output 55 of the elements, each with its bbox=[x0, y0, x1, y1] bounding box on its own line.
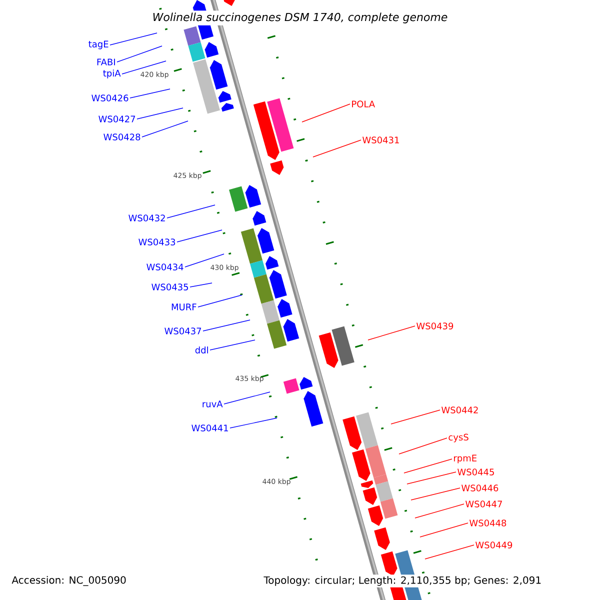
leader-line bbox=[230, 418, 278, 428]
gene-label: WS0449 bbox=[476, 542, 512, 548]
leader-line bbox=[224, 392, 270, 404]
leader-line bbox=[166, 204, 216, 218]
leader-line bbox=[410, 488, 460, 500]
gene-label: FABI bbox=[97, 58, 115, 66]
leader-line bbox=[176, 230, 222, 242]
leader-line bbox=[210, 340, 256, 350]
gene-label: MURF bbox=[172, 304, 196, 310]
gene-label: WS0431 bbox=[362, 136, 399, 144]
gene-label: WS0437 bbox=[164, 328, 202, 334]
gene-label: WS0439 bbox=[416, 322, 454, 330]
leader-line bbox=[190, 282, 212, 288]
gene-label: WS0442 bbox=[442, 406, 478, 414]
title: Wolinella succinogenes DSM 1740, complete genome bbox=[150, 10, 450, 26]
gene-label: ddl bbox=[195, 346, 208, 354]
leader-line bbox=[414, 504, 464, 518]
gene-label: tagE bbox=[88, 40, 108, 50]
leader-line bbox=[312, 140, 362, 158]
leader-line bbox=[202, 320, 250, 332]
gene-label: WS0432 bbox=[128, 214, 165, 222]
gene-label: WS0428 bbox=[104, 134, 140, 140]
gene-label: cysS bbox=[448, 434, 468, 442]
leader-line bbox=[116, 46, 162, 62]
gene-label: WS0445 bbox=[458, 468, 494, 476]
gene-label: POLA bbox=[352, 100, 375, 108]
leader-line bbox=[110, 32, 158, 46]
leader-line bbox=[424, 544, 474, 560]
leader-line bbox=[136, 108, 184, 120]
gene-label: WS0427 bbox=[98, 116, 136, 122]
gene-label: ruvA bbox=[202, 400, 223, 408]
gene-label: tpiA bbox=[103, 70, 121, 78]
leader-line bbox=[122, 60, 166, 74]
leader-line bbox=[390, 410, 440, 424]
leader-line bbox=[184, 254, 224, 268]
gene-label: WS0434 bbox=[146, 264, 184, 270]
gene-label: WS0426 bbox=[92, 94, 128, 102]
leader-line bbox=[420, 522, 468, 538]
accession-text: Accession: NC_005090 bbox=[10, 574, 128, 588]
leader-line bbox=[142, 120, 188, 138]
leader-line bbox=[406, 472, 456, 484]
leader-line bbox=[198, 294, 242, 308]
gene-label: WS0433 bbox=[138, 238, 176, 246]
gene-label: WS0447 bbox=[466, 500, 502, 508]
leader-line bbox=[368, 326, 416, 340]
leader-line bbox=[404, 458, 452, 474]
gene-label: WS0446 bbox=[462, 484, 498, 492]
leader-line bbox=[302, 104, 350, 122]
genome-info-text: Topology: circular; Length: 2,110,355 bp; Genes: 2,091 bbox=[262, 574, 544, 588]
gene-label: WS0435 bbox=[152, 284, 188, 290]
leader-line bbox=[398, 438, 448, 454]
gene-label: WS0441 bbox=[192, 424, 228, 432]
gene-label: rpmE bbox=[454, 454, 476, 464]
leader-line bbox=[130, 88, 170, 98]
gene-label: WS0448 bbox=[470, 520, 506, 526]
